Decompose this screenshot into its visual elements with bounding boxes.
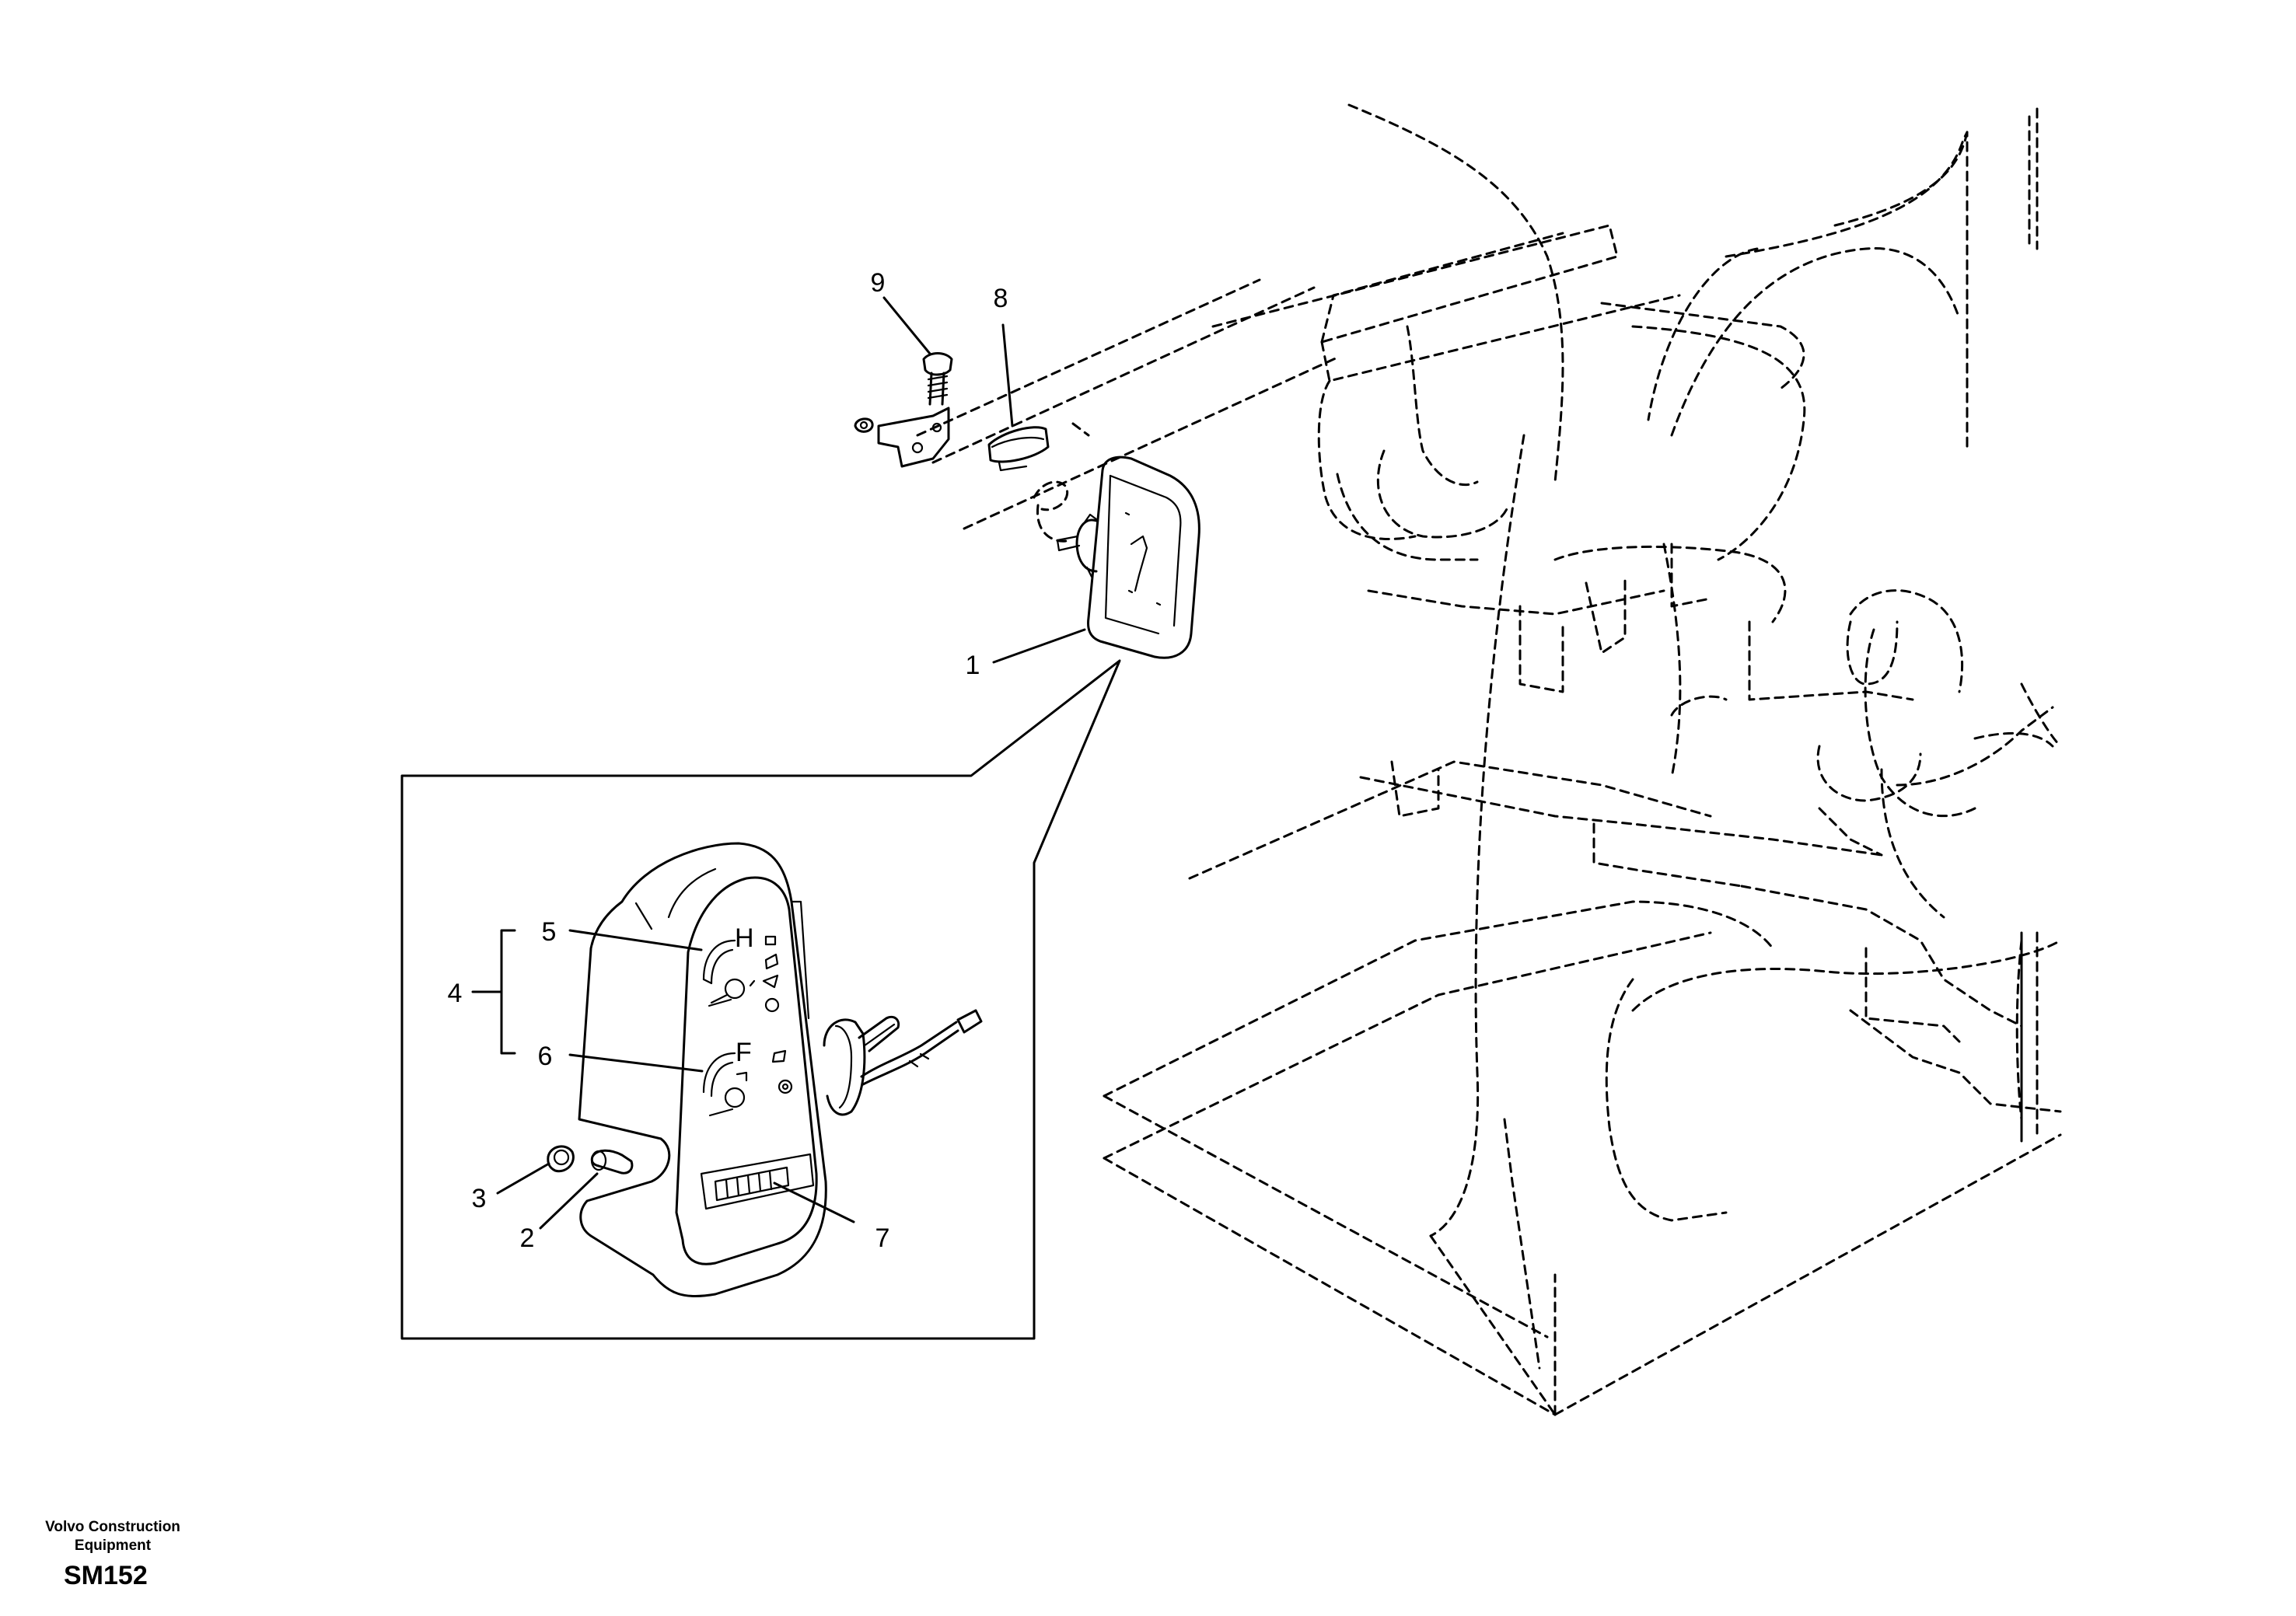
callout-2: 2 bbox=[520, 1223, 535, 1253]
callout-9: 9 bbox=[871, 268, 886, 298]
callout-5: 5 bbox=[542, 917, 557, 947]
cab-dashed-outline bbox=[1103, 103, 2062, 1416]
leader-5 bbox=[568, 929, 703, 951]
callout-3: 3 bbox=[472, 1184, 487, 1213]
bracket-group-4 bbox=[500, 929, 516, 1055]
detail-inset-frame bbox=[400, 659, 1121, 1340]
callout-7: 7 bbox=[875, 1223, 890, 1253]
leader-6 bbox=[568, 1053, 704, 1073]
leader-9 bbox=[882, 296, 931, 355]
instrument-panel-detail: H F bbox=[547, 842, 983, 1297]
instrument-panel-assembly-small bbox=[1036, 455, 1200, 659]
callout-6: 6 bbox=[538, 1042, 553, 1071]
gauge-mark-h: H bbox=[735, 923, 754, 953]
callout-1: 1 bbox=[966, 651, 980, 680]
footer-company-name: Volvo Construction Equipment bbox=[45, 1519, 180, 1554]
callout-8: 8 bbox=[994, 284, 1008, 313]
guide-rail-dashed bbox=[916, 278, 1339, 530]
leader-2 bbox=[539, 1172, 599, 1230]
cap-part-8 bbox=[987, 426, 1050, 472]
gauge-mark-f: F bbox=[736, 1038, 752, 1067]
bolt-part-9 bbox=[922, 352, 953, 406]
footer-sheet-code: SM152 bbox=[64, 1561, 148, 1590]
leader-7 bbox=[773, 1181, 855, 1223]
leader-3 bbox=[496, 1162, 550, 1195]
leader-8 bbox=[1001, 323, 1014, 428]
callout-4: 4 bbox=[448, 979, 463, 1008]
control-console-sketch bbox=[1320, 232, 2054, 802]
leader-1 bbox=[992, 628, 1086, 664]
bracket-part bbox=[854, 407, 950, 468]
